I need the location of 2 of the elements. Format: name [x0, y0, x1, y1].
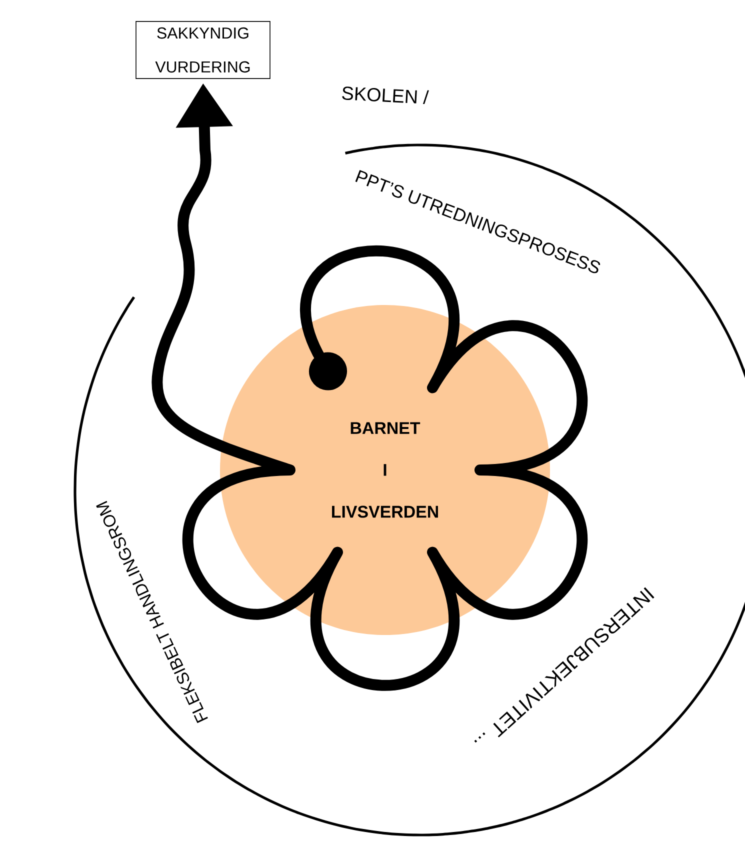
curved-text: SKOLEN / — [342, 86, 429, 104]
text-box: SAKKYNDIG VURDERING — [136, 21, 270, 79]
